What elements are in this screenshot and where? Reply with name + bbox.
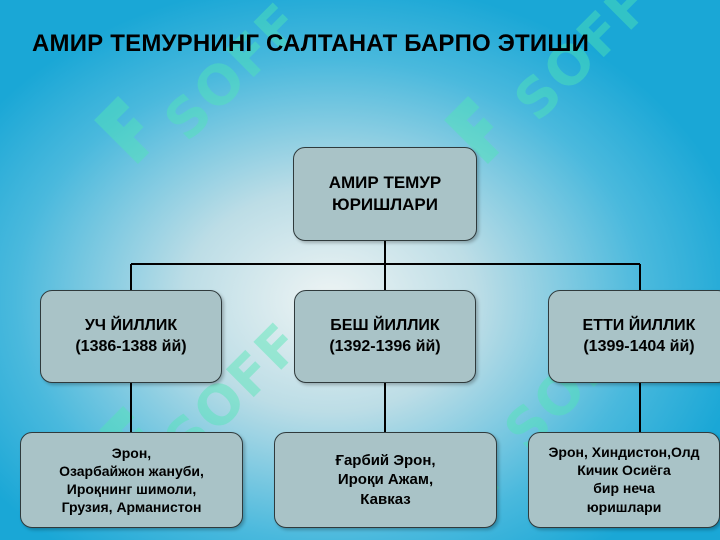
campaign-details-five-year: Ғарбий Эрон, Ироқи Ажам, Кавказ [274,432,497,528]
detail-line: Эрон, [111,444,152,461]
detail-line: юришлари [586,498,662,515]
campaign-name: БЕШ ЙИЛЛИК [330,316,440,334]
root-line: АМИР ТЕМУР [328,172,442,192]
campaign-years: (1399-1404 йй) [583,337,695,355]
detail-line: Эрон, Хиндистон,Олд [548,444,700,460]
detail-line: бир неча [593,480,655,497]
root-node-amir-temur-campaigns: АМИР ТЕМУР ЮРИШЛАРИ [293,147,477,241]
campaign-node-seven-year: ЕТТИ ЙИЛЛИК (1399-1404 йй) [548,290,720,383]
campaign-details-three-year: Эрон, Озарбайжон жануби, Ироқнинг шимоли… [20,432,243,528]
campaign-years: (1386-1388 йй) [75,337,187,355]
detail-line: Озарбайжон жануби, [59,462,204,479]
campaign-name: УЧ ЙИЛЛИК [84,316,178,334]
detail-line: Кичик Осиёга [577,462,671,479]
detail-line: Ироқи Ажам, [337,471,434,489]
detail-line: Ироқнинг шимоли, [66,481,197,497]
detail-line: Грузия, Арманистон [61,499,202,516]
detail-line: Кавказ [360,490,411,508]
campaign-details-seven-year: Эрон, Хиндистон,Олд Кичик Осиёга бир неч… [528,432,720,528]
campaign-name: ЕТТИ ЙИЛЛИК [582,316,696,334]
campaign-years: (1392-1396 йй) [329,337,441,355]
watermark-logo-icon [437,89,519,171]
detail-line: Ғарбий Эрон, [335,451,436,469]
slide-title: АМИР ТЕМУРНИНГ САЛТАНАТ БАРПО ЭТИШИ [32,30,590,57]
campaign-node-five-year: БЕШ ЙИЛЛИК (1392-1396 йй) [294,290,476,383]
campaign-node-three-year: УЧ ЙИЛЛИК (1386-1388 йй) [40,290,222,383]
root-line: ЮРИШЛАРИ [332,195,438,214]
watermark-logo-icon [87,89,169,171]
